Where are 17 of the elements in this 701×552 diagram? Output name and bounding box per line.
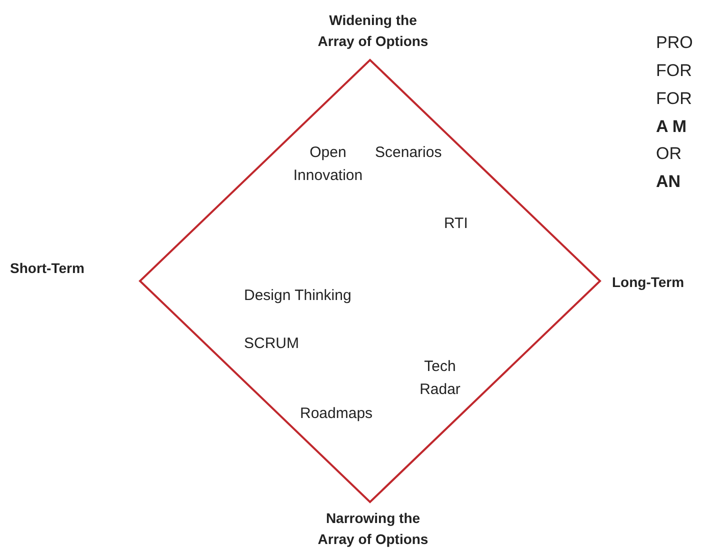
method-label: RTI [444,214,469,234]
method-label: Open Innovation [292,143,364,186]
method-label: Roadmaps [300,404,374,424]
note-text: A M [656,116,687,138]
method-label: Design Thinking [244,286,352,306]
method-label: Scenarios [375,143,443,163]
note-text: AN [656,171,681,193]
note-text: FOR [656,60,692,82]
axis-label: Widening the Array of Options [316,11,430,51]
note-text: OR [656,143,682,165]
note-text: FOR [656,88,692,110]
method-label: SCRUM [244,334,300,354]
method-label: Tech Radar [418,357,462,400]
axis-label: Long-Term [612,273,686,292]
axis-label: Short-Term [10,259,86,278]
note-text: PRO [656,32,693,54]
axis-label: Narrowing the Array of Options [316,509,430,549]
